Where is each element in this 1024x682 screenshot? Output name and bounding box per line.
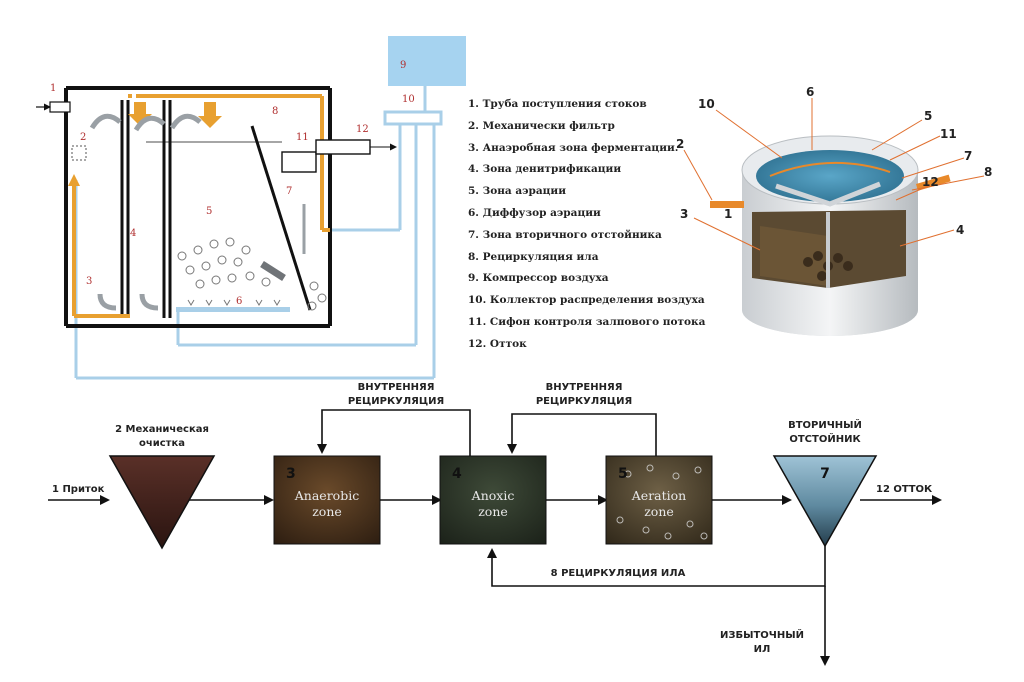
orange-arrows	[68, 102, 222, 186]
recirc2-label-line1: ВНУТРЕННЯЯ	[546, 382, 623, 393]
recirc1-label-line2: РЕЦИРКУЛЯЦИЯ	[348, 396, 444, 407]
tank3d-label-11: 11	[940, 127, 957, 141]
air-compressor	[388, 36, 466, 86]
tank-partitions	[120, 100, 312, 318]
legend-item: 4. Зона денитрификации	[468, 163, 622, 176]
zone3-label-line1: Anaerobic	[294, 488, 359, 503]
anoxic-zone-box	[439, 455, 547, 545]
mech-label-line1: 2 Механическая	[115, 424, 209, 435]
mechanical-filter	[71, 145, 87, 161]
tank-3d-illustration: 10 6 5 11 2 7 8 12 1 3 4	[676, 85, 992, 336]
legend-item: 3. Анаэробная зона ферментации.	[468, 141, 679, 154]
aeration-diffuser	[176, 299, 290, 312]
legend-item: 11. Сифон контроля залпового потока	[468, 315, 706, 328]
zone4-number: 4	[452, 466, 462, 482]
legend-item: 12. Отток	[468, 337, 527, 350]
excess-sludge-line2: ИЛ	[754, 644, 771, 655]
legend-item: 7. Зона вторичного отстойника	[468, 228, 662, 241]
legend-item: 5. Зона аэрации	[468, 185, 567, 198]
zone4-label-line2: zone	[478, 504, 508, 519]
secondary-clarifier-triangle	[772, 455, 878, 548]
recirc1-label-line1: ВНУТРЕННЯЯ	[358, 382, 435, 393]
mech-label-line2: очистка	[139, 438, 185, 449]
legend-item: 1. Труба поступления стоков	[468, 98, 647, 110]
label-1: 1	[50, 83, 56, 94]
tank3d-label-12: 12	[922, 175, 939, 189]
legend-item: 10. Коллектор распределения воздуха	[468, 294, 705, 307]
inflow-label: 1 Приток	[52, 484, 105, 495]
legend-item: 8. Рециркуляция ила	[468, 250, 599, 263]
zone5-label-line1: Aeration	[631, 488, 686, 503]
label-6: 6	[236, 296, 242, 307]
tank-3d-leader-lines	[683, 98, 985, 251]
zone4-label-line1: Anoxic	[471, 488, 515, 503]
label-3: 3	[86, 276, 92, 287]
legend-item: 6. Диффузор аэрации	[468, 206, 601, 219]
mechanical-treatment-triangle	[108, 455, 216, 550]
circulation-arrows	[89, 113, 306, 311]
tank3d-label-1: 1	[724, 207, 732, 221]
label-11: 11	[296, 132, 309, 143]
label-7: 7	[286, 186, 292, 197]
label-9: 9	[400, 60, 406, 71]
outflow-label: 12 ОТТОК	[876, 484, 933, 495]
label-10: 10	[402, 94, 415, 105]
zone3-number: 3	[286, 466, 296, 482]
anaerobic-zone-box	[273, 455, 381, 545]
legend-list: 1. Труба поступления стоков 2. Механичес…	[468, 94, 708, 356]
legend-item: 9. Компрессор воздуха	[468, 272, 609, 285]
zone5-label-line2: zone	[644, 504, 674, 519]
inflow-pipe	[36, 101, 71, 113]
air-bubbles	[177, 237, 327, 311]
label-12: 12	[356, 124, 369, 135]
tank3d-label-4: 4	[956, 223, 964, 237]
air-collector	[383, 110, 443, 126]
label-2: 2	[80, 132, 86, 143]
zone5-number: 5	[618, 466, 628, 482]
tank3d-label-7: 7	[964, 149, 972, 163]
excess-sludge-line1: ИЗБЫТОЧНЫЙ	[720, 628, 804, 641]
recirc2-label-line2: РЕЦИРКУЛЯЦИЯ	[536, 396, 632, 407]
legend-item: 2. Механически фильтр	[468, 119, 615, 132]
sludge-recirc-pipe	[72, 94, 330, 318]
process-flow-diagram: 1 Приток 2 Механическая очистка ВНУТРЕНН…	[48, 382, 942, 666]
label-8: 8	[272, 106, 278, 117]
tank-walls	[64, 86, 332, 328]
arrow-internal-recirc-1	[317, 409, 471, 456]
label-5: 5	[206, 206, 212, 217]
tank3d-label-6: 6	[806, 85, 814, 99]
tank3d-label-5: 5	[924, 109, 932, 123]
aeration-bubbles	[616, 464, 708, 540]
clarifier-label-line1: ВТОРИЧНЫЙ	[788, 418, 862, 431]
sludge-recirc-label: 8 РЕЦИРКУЛЯЦИЯ ИЛА	[551, 568, 686, 579]
tank3d-label-10: 10	[698, 97, 715, 111]
tank3d-label-2: 2	[676, 137, 684, 151]
clarifier-label-line2: ОТСТОЙНИК	[789, 432, 861, 445]
arrow-sludge-recirc	[487, 540, 826, 587]
tank3d-label-3: 3	[680, 207, 688, 221]
label-4: 4	[130, 228, 136, 239]
aeration-zone-box	[605, 455, 713, 545]
zone3-label-line2: zone	[312, 504, 342, 519]
siphon-box	[146, 139, 397, 173]
clarifier-number: 7	[820, 466, 830, 482]
tank3d-label-8: 8	[984, 165, 992, 179]
treatment-plant-schematic: 1 2 3 4 5 6 7 8 9 10 11 12	[36, 36, 466, 380]
arrow-internal-recirc-2	[507, 413, 657, 456]
